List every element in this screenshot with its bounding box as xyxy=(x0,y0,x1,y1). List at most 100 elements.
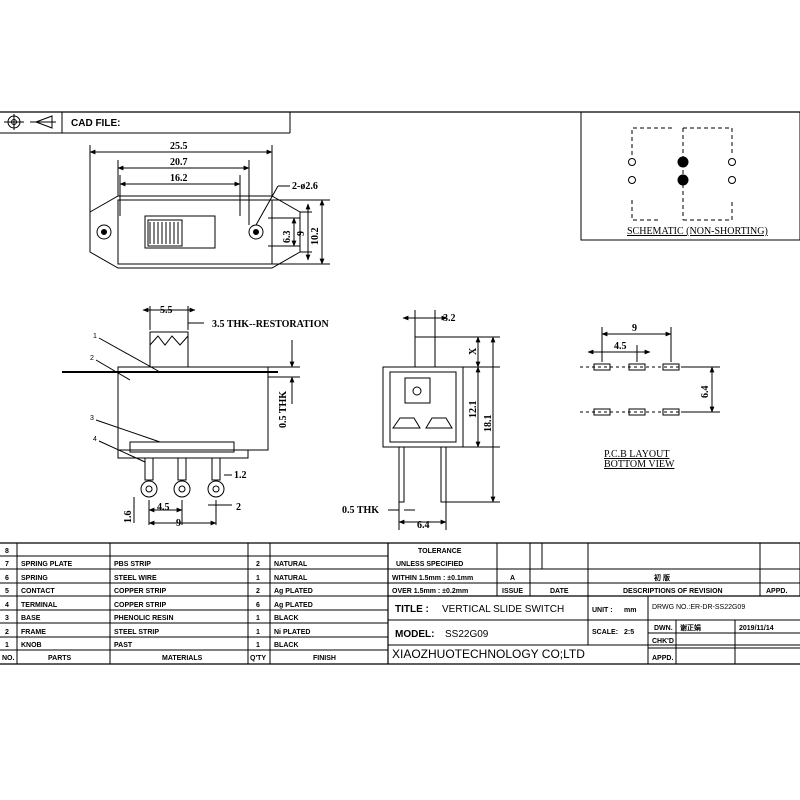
revision-appd: APPD. xyxy=(766,588,787,595)
dim-top-body: 16.2 xyxy=(170,173,188,184)
pcb-label-line2: BOTTOM VIEW xyxy=(604,459,675,470)
header-no: NO. xyxy=(2,655,15,662)
checked-label: CHK'D xyxy=(652,638,674,645)
model-label: MODEL: xyxy=(395,629,434,640)
dim-front-frame-thk: 0.5 THK xyxy=(278,391,289,428)
row3-finish: BLACK xyxy=(274,615,299,622)
row8-no: 8 xyxy=(5,548,9,555)
row2-finish: Ni PLATED xyxy=(274,629,310,636)
tolerance-subtitle: UNLESS SPECIFIED xyxy=(396,561,463,568)
drawn-by-label: DWN. xyxy=(654,625,673,632)
dim-pcb-pitch: 4.5 xyxy=(614,341,627,352)
title-block xyxy=(388,596,800,664)
revision-table xyxy=(388,543,800,597)
row4-part: TERMINAL xyxy=(21,602,58,609)
row5-no: 5 xyxy=(5,588,9,595)
parts-table xyxy=(0,543,389,664)
unit-label: UNIT : xyxy=(592,607,613,614)
row7-material: PBS STRIP xyxy=(114,561,151,568)
title-value: VERTICAL SLIDE SWITCH xyxy=(442,604,564,615)
row3-no: 3 xyxy=(5,615,9,622)
pcb-label-line1: P.C.B LAYOUT xyxy=(604,449,669,460)
dim-front-knob-width: 5.5 xyxy=(160,305,173,316)
header-qty: Q'TY xyxy=(250,655,266,662)
dim-side-body: 12.1 xyxy=(468,401,479,419)
row1-material: PAST xyxy=(114,642,133,649)
row7-finish: NATURAL xyxy=(274,561,308,568)
row5-material: COPPER STRIP xyxy=(114,588,166,595)
row4-finish: Ag PLATED xyxy=(274,602,313,609)
revision-date: DATE xyxy=(550,588,569,595)
parts-rows: 8 7 SPRING PLATE PBS STRIP 2 NATURAL 6 S… xyxy=(2,548,336,662)
dim-top-holes: 20.7 xyxy=(170,157,188,168)
dim-side-terminal-thk: 0.5 THK xyxy=(342,505,379,516)
row1-no: 1 xyxy=(5,642,9,649)
dim-front-hole: 2 xyxy=(236,502,241,513)
front-view xyxy=(62,306,300,526)
callout-4: 4 xyxy=(93,436,97,443)
revision-initial: 初 版 xyxy=(654,573,670,582)
row5-finish: Ag PLATED xyxy=(274,588,313,595)
top-view xyxy=(89,145,330,269)
callout-1: 1 xyxy=(93,333,97,340)
pcb-layout xyxy=(580,327,720,416)
approved-label: APPD. xyxy=(652,655,673,662)
schematic-label: SCHEMATIC (NON-SHORTING) xyxy=(627,226,768,237)
dim-front-span: 9 xyxy=(176,518,181,529)
drawn-by-value: 谢正娟 xyxy=(680,623,701,632)
dim-front-pin-len: 1.6 xyxy=(123,511,134,524)
dim-top-overall-height: 10.2 xyxy=(310,228,321,246)
header-finish: FINISH xyxy=(313,655,336,662)
dim-pcb-row-spacing: 6.4 xyxy=(700,386,711,399)
dim-top-body-height: 9 xyxy=(296,231,307,236)
row7-qty: 2 xyxy=(256,561,260,568)
header-materials: MATERIALS xyxy=(162,655,203,662)
dim-side-overall: 18.1 xyxy=(483,415,494,433)
revision-descriptions: DESCRIPTIONS OF REVISION xyxy=(623,588,723,595)
row1-part: KNOB xyxy=(21,642,42,649)
row2-material: STEEL STRIP xyxy=(114,629,159,636)
row7-no: 7 xyxy=(5,561,9,568)
row3-part: BASE xyxy=(21,615,41,622)
schematic xyxy=(580,111,800,241)
row3-material: PHENOLIC RESIN xyxy=(114,615,174,622)
header-parts: PARTS xyxy=(48,655,72,662)
dim-side-width: 6.4 xyxy=(417,520,430,531)
model-value: SS22G09 xyxy=(445,629,489,640)
row4-material: COPPER STRIP xyxy=(114,602,166,609)
row3-qty: 1 xyxy=(256,615,260,622)
row7-part: SPRING PLATE xyxy=(21,561,73,568)
row4-qty: 6 xyxy=(256,602,260,609)
dim-front-pin-width: 1.2 xyxy=(234,470,247,481)
row6-qty: 1 xyxy=(256,575,260,582)
drawn-date: 2019/11/14 xyxy=(739,625,774,632)
row6-part: SPRING xyxy=(21,575,48,582)
row6-finish: NATURAL xyxy=(274,575,308,582)
row5-qty: 2 xyxy=(256,588,260,595)
drawing-number: DRWG NO.:ER-DR-SS22G09 xyxy=(652,604,745,611)
unit-value: mm xyxy=(624,607,636,614)
side-view xyxy=(382,310,500,530)
cad-file-label: CAD FILE: xyxy=(71,118,120,129)
tolerance-over: OVER 1.5mm : ±0.2mm xyxy=(392,588,468,595)
row1-finish: BLACK xyxy=(274,642,299,649)
row6-material: STEEL WIRE xyxy=(114,575,157,582)
row1-qty: 1 xyxy=(256,642,260,649)
company-name: XIAOZHUOTECHNOLOGY CO;LTD xyxy=(392,647,585,661)
dim-front-pitch: 4.5 xyxy=(157,502,170,513)
row2-qty: 1 xyxy=(256,629,260,636)
dim-top-slot-height: 6.3 xyxy=(282,231,293,244)
row4-no: 4 xyxy=(5,602,9,609)
title-label: TITLE : xyxy=(395,604,429,615)
dim-top-overall: 25.5 xyxy=(170,141,188,152)
projection-symbol-icon xyxy=(4,114,56,130)
dim-side-x: X xyxy=(468,347,479,355)
dim-pcb-span: 9 xyxy=(632,323,637,334)
row2-part: FRAME xyxy=(21,629,46,636)
callout-2: 2 xyxy=(90,355,94,362)
dim-top-hole-dia: 2-ø2.6 xyxy=(292,181,318,192)
row6-no: 6 xyxy=(5,575,9,582)
dim-front-thickness-note: 3.5 THK--RESTORATION xyxy=(212,319,329,330)
revision-a: A xyxy=(510,575,515,582)
